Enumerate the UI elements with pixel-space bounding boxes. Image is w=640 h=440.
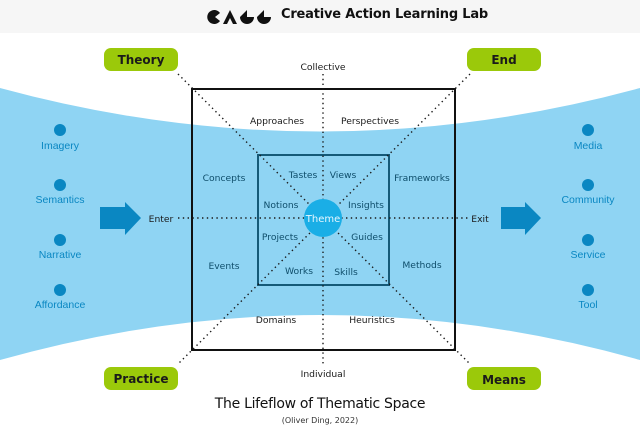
inner-label-tastes: Tastes: [288, 170, 318, 181]
left-item-dot: [54, 234, 66, 246]
inner-label-notions: Notions: [264, 200, 299, 211]
theme-circle: [304, 199, 342, 237]
header-bar: [0, 0, 640, 33]
enter-arrow-icon: [100, 202, 141, 235]
left-item-label: Semantics: [35, 194, 84, 206]
left-item-dot: [54, 284, 66, 296]
outer-label-events: Events: [208, 261, 239, 272]
pill-means: Means: [467, 367, 541, 390]
left-item-dot: [54, 179, 66, 191]
left-item-label: Narrative: [39, 249, 82, 261]
theme-label: Theme: [305, 214, 341, 225]
exit-arrow-icon: [501, 202, 541, 235]
inner-label-projects: Projects: [262, 232, 298, 243]
axis-label-left: Enter: [149, 214, 174, 225]
outer-label-perspectives: Perspectives: [341, 116, 399, 127]
inner-label-skills: Skills: [334, 267, 358, 278]
inner-label-guides: Guides: [351, 232, 383, 243]
left-item-dot: [54, 124, 66, 136]
right-item-dot: [582, 179, 594, 191]
pill-theory: Theory: [104, 48, 178, 71]
outer-label-frameworks: Frameworks: [394, 173, 450, 184]
inner-label-views: Views: [330, 170, 357, 181]
axis-label-bottom: Individual: [301, 369, 346, 380]
left-items: Imagery Semantics Narrative Affordance: [35, 124, 86, 311]
inner-label-insights: Insights: [348, 200, 384, 211]
outer-label-heuristics: Heuristics: [349, 315, 395, 326]
left-item-label: Affordance: [35, 299, 86, 311]
outer-label-approaches: Approaches: [250, 116, 304, 127]
pill-practice: Practice: [104, 367, 178, 390]
axis-label-right: Exit: [471, 214, 489, 225]
right-item-label: Service: [570, 249, 605, 261]
right-item-dot: [582, 284, 594, 296]
inner-label-works: Works: [285, 266, 313, 277]
pill-end: End: [467, 48, 541, 71]
right-item-dot: [582, 124, 594, 136]
svg-text:Means: Means: [482, 373, 526, 387]
right-item-label: Community: [561, 194, 615, 206]
left-item-label: Imagery: [41, 140, 80, 152]
brand-name: Creative Action Learning Lab: [281, 7, 489, 22]
call-logo-icon: [207, 10, 271, 24]
diagonal-tr-bl: [177, 73, 471, 365]
outer-label-domains: Domains: [256, 315, 297, 326]
right-item-dot: [582, 234, 594, 246]
svg-text:End: End: [491, 53, 516, 67]
outer-label-methods: Methods: [402, 260, 441, 271]
diagonal-tl-br: [177, 73, 471, 365]
axis-label-top: Collective: [300, 62, 345, 73]
diagram-title: The Lifeflow of Thematic Space: [214, 396, 426, 412]
svg-text:Practice: Practice: [113, 372, 168, 386]
right-items: Media Community Service Tool: [561, 124, 615, 311]
outer-label-concepts: Concepts: [203, 173, 246, 184]
right-item-label: Tool: [578, 299, 597, 311]
right-item-label: Media: [574, 140, 603, 152]
diagram-subtitle: (Oliver Ding, 2022): [281, 416, 359, 425]
inner-box: [257, 154, 390, 286]
svg-text:Theory: Theory: [118, 53, 165, 67]
